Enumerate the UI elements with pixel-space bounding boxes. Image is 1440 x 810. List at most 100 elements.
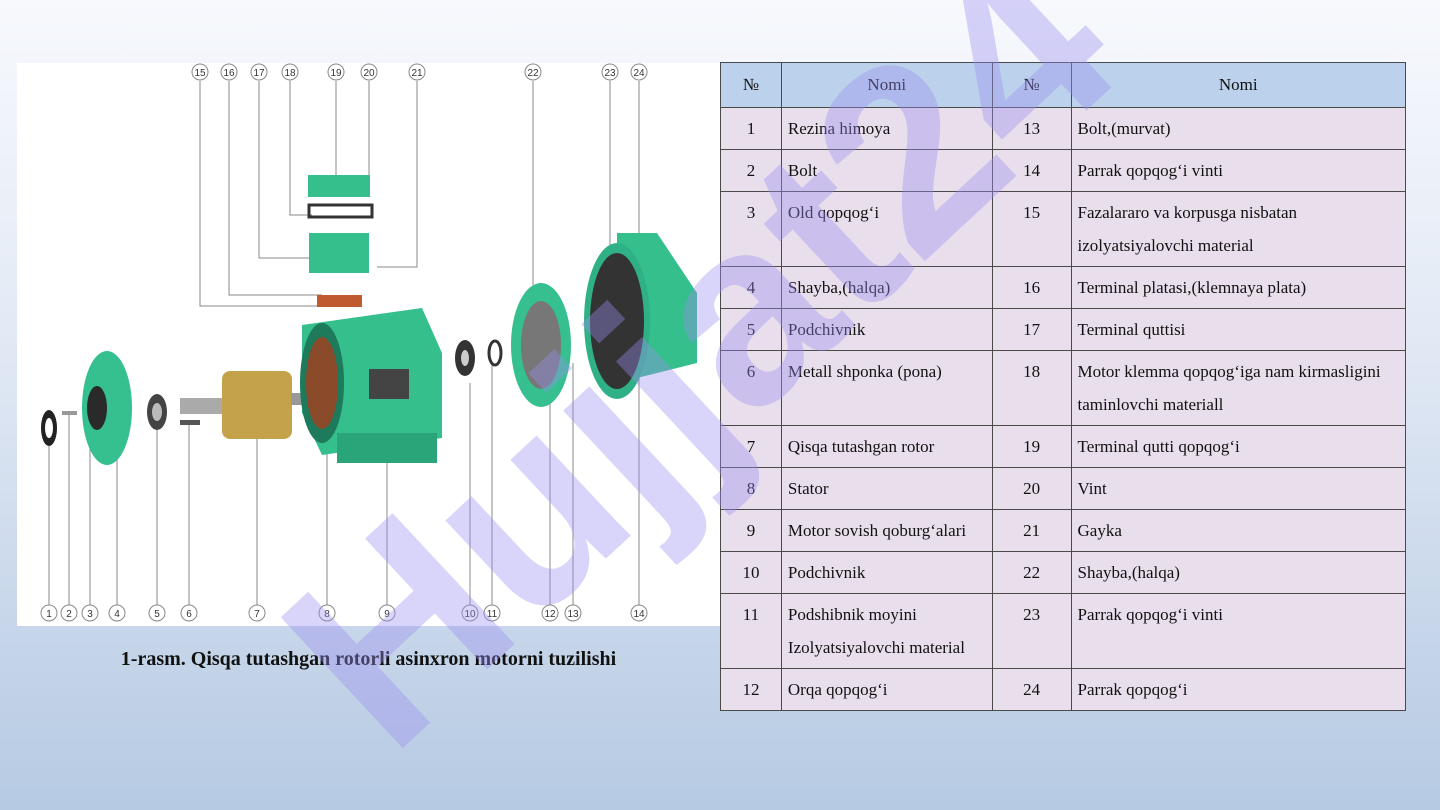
cell-number: 7 bbox=[720, 425, 782, 468]
callout-top: 23 bbox=[601, 63, 619, 81]
callout-top: 17 bbox=[250, 63, 268, 81]
cell-number: 6 bbox=[720, 350, 782, 426]
cell-name: Metall shponka (pona) bbox=[780, 350, 993, 426]
cell-number: 20 bbox=[991, 467, 1072, 510]
figure-caption: 1-rasm. Qisqa tutashgan rotorli asinxron… bbox=[120, 648, 617, 670]
svg-text:14: 14 bbox=[633, 609, 645, 620]
table-header-row: № Nomi № Nomi bbox=[720, 62, 1407, 108]
svg-text:20: 20 bbox=[363, 68, 375, 79]
svg-text:9: 9 bbox=[384, 609, 390, 620]
cell-number: 2 bbox=[720, 149, 782, 192]
cell-name: Shayba,(halqa) bbox=[1070, 551, 1407, 594]
cell-number: 9 bbox=[720, 509, 782, 552]
svg-text:10: 10 bbox=[464, 609, 476, 620]
callout-bottom: 4 bbox=[108, 604, 126, 622]
cell-name: Motor sovish qoburg‘alari bbox=[780, 509, 993, 552]
svg-text:5: 5 bbox=[154, 609, 160, 620]
cell-number: 4 bbox=[720, 266, 782, 309]
callout-bottom: 14 bbox=[630, 604, 648, 622]
callout-top: 18 bbox=[281, 63, 299, 81]
svg-text:21: 21 bbox=[411, 68, 423, 79]
cell-name: Fazalararo va korpusga nisbatan izolyats… bbox=[1070, 191, 1407, 267]
callout-bottom: 1 bbox=[40, 604, 58, 622]
callout-bottom: 7 bbox=[248, 604, 266, 622]
cell-name: Motor klemma qopqog‘iga nam kirmasligini… bbox=[1070, 350, 1407, 426]
cell-name: Terminal platasi,(klemnaya plata) bbox=[1070, 266, 1407, 309]
callout-top: 19 bbox=[327, 63, 345, 81]
callout-bottom: 2 bbox=[60, 604, 78, 622]
cell-name: Old qopqog‘i bbox=[780, 191, 993, 267]
cell-number: 17 bbox=[991, 308, 1072, 351]
cell-number: 3 bbox=[720, 191, 782, 267]
svg-text:19: 19 bbox=[330, 68, 342, 79]
cell-number: 13 bbox=[991, 107, 1072, 150]
cell-name: Parrak qopqog‘i bbox=[1070, 668, 1407, 711]
cell-number: 16 bbox=[991, 266, 1072, 309]
callout-bottom: 12 bbox=[541, 604, 559, 622]
cell-number: 8 bbox=[720, 467, 782, 510]
cell-number: 1 bbox=[720, 107, 782, 150]
callout-top: 22 bbox=[524, 63, 542, 81]
cell-name: Bolt bbox=[780, 149, 993, 192]
svg-text:4: 4 bbox=[114, 609, 120, 620]
callout-bottom: 3 bbox=[81, 604, 99, 622]
svg-text:22: 22 bbox=[527, 68, 539, 79]
cell-name: Parrak qopqog‘i vinti bbox=[1070, 593, 1407, 669]
callout-top: 16 bbox=[220, 63, 238, 81]
cell-number: 15 bbox=[991, 191, 1072, 267]
cell-number: 10 bbox=[720, 551, 782, 594]
svg-text:13: 13 bbox=[567, 609, 579, 620]
svg-text:16: 16 bbox=[223, 68, 235, 79]
cell-name: Podchivnik bbox=[780, 551, 993, 594]
cell-name: Gayka bbox=[1070, 509, 1407, 552]
svg-text:12: 12 bbox=[544, 609, 556, 620]
header-name: Nomi bbox=[780, 62, 993, 108]
cell-name: Orqa qopqog‘i bbox=[780, 668, 993, 711]
callout-bottom: 11 bbox=[483, 604, 501, 622]
cell-name: Terminal quttisi bbox=[1070, 308, 1407, 351]
callout-bottom: 13 bbox=[564, 604, 582, 622]
header-number: № bbox=[720, 62, 782, 108]
cell-name: Vint bbox=[1070, 467, 1407, 510]
svg-text:6: 6 bbox=[186, 609, 192, 620]
callout-bottom: 8 bbox=[318, 604, 336, 622]
cell-name: Podchivnik bbox=[780, 308, 993, 351]
cell-number: 19 bbox=[991, 425, 1072, 468]
cell-name: Bolt,(murvat) bbox=[1070, 107, 1407, 150]
cell-number: 23 bbox=[991, 593, 1072, 669]
cell-number: 5 bbox=[720, 308, 782, 351]
cell-name: Rezina himoya bbox=[780, 107, 993, 150]
cell-number: 11 bbox=[720, 593, 782, 669]
cell-name: Stator bbox=[780, 467, 993, 510]
cell-name: Parrak qopqog‘i vinti bbox=[1070, 149, 1407, 192]
header-name: Nomi bbox=[1070, 62, 1407, 108]
cell-number: 14 bbox=[991, 149, 1072, 192]
motor-illustration: 15 16 17 18 19 20 21 22 23 24 1 2 3 4 5 … bbox=[40, 63, 697, 622]
cell-name: Podshibnik moyini Izolyatsiyalovchi mate… bbox=[780, 593, 993, 669]
cell-number: 24 bbox=[991, 668, 1072, 711]
svg-text:24: 24 bbox=[633, 68, 645, 79]
callout-top: 20 bbox=[360, 63, 378, 81]
callout-bottom: 10 bbox=[461, 604, 479, 622]
svg-text:11: 11 bbox=[487, 609, 498, 620]
callout-top: 15 bbox=[191, 63, 209, 81]
cell-number: 21 bbox=[991, 509, 1072, 552]
cell-name: Shayba,(halqa) bbox=[780, 266, 993, 309]
header-number: № bbox=[991, 62, 1072, 108]
svg-text:7: 7 bbox=[254, 609, 260, 620]
svg-text:8: 8 bbox=[324, 609, 330, 620]
svg-text:3: 3 bbox=[87, 609, 93, 620]
cell-name: Qisqa tutashgan rotor bbox=[780, 425, 993, 468]
svg-text:17: 17 bbox=[253, 68, 265, 79]
